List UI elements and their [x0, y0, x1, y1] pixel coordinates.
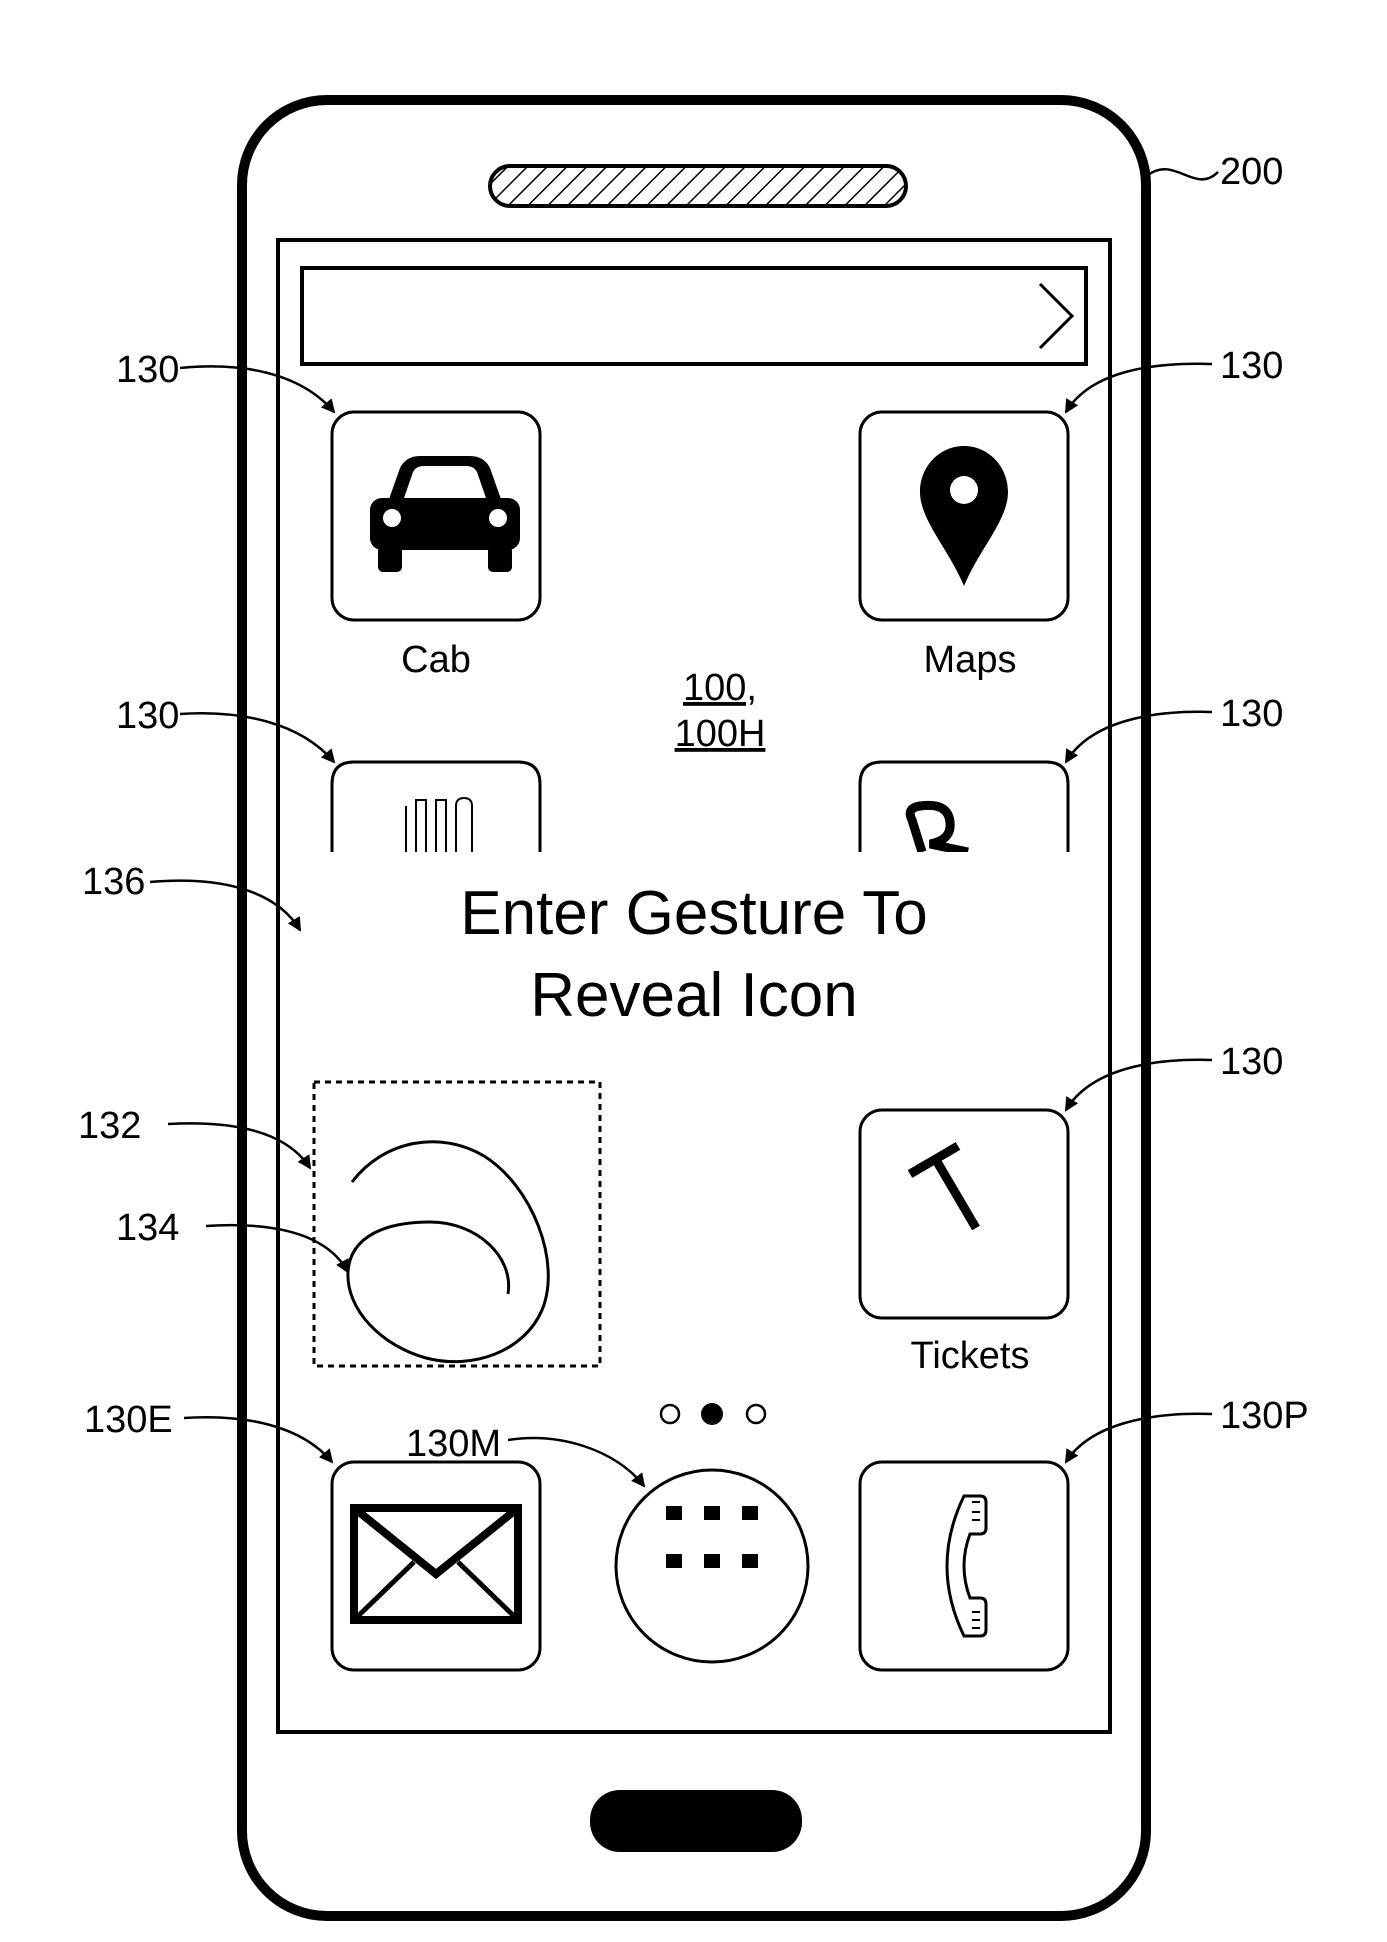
home-button[interactable]	[590, 1790, 802, 1852]
gesture-prompt-line1: Enter Gesture To	[460, 879, 928, 948]
gesture-area-reference: 132	[78, 1105, 141, 1147]
app-label-cab: Cab	[401, 639, 471, 681]
maps-reference: 130	[1220, 345, 1283, 387]
app-label-tickets: Tickets	[911, 1335, 1030, 1377]
chevron-right-icon[interactable]	[1040, 284, 1072, 348]
tickets-leader	[1066, 1060, 1212, 1110]
app-icon-email[interactable]	[332, 1462, 540, 1670]
device-reference: 200	[1220, 151, 1283, 193]
app-grid-icon	[666, 1506, 758, 1568]
partial-right-leader	[1066, 712, 1212, 762]
phone-leader	[1066, 1414, 1212, 1462]
partial-left-reference: 130	[116, 695, 179, 737]
app-icon-menu[interactable]	[616, 1470, 808, 1662]
screen-reference-line2: 100H	[675, 713, 766, 755]
page-dot-2-active[interactable]	[701, 1403, 723, 1425]
app-icon-maps[interactable]	[860, 412, 1068, 620]
phone-reference: 130P	[1220, 1395, 1309, 1437]
search-bar[interactable]	[302, 268, 1086, 364]
gesture-stroke-reference: 134	[116, 1207, 179, 1249]
email-reference: 130E	[84, 1399, 173, 1441]
menu-reference: 130M	[406, 1423, 501, 1465]
ticket-t-icon	[910, 1146, 976, 1228]
app-icon-tickets[interactable]	[860, 1110, 1068, 1318]
car-icon	[370, 456, 520, 572]
speaker-grille	[490, 166, 906, 206]
map-pin-icon	[920, 446, 1008, 586]
device-leader	[1148, 169, 1218, 179]
app-icon-partial-left[interactable]	[332, 762, 540, 852]
overlay-reference: 136	[82, 861, 145, 903]
page-indicator[interactable]	[661, 1403, 765, 1425]
partial-glyph-icon-2	[910, 805, 968, 852]
partial-left-leader	[180, 713, 334, 762]
partial-right-reference: 130	[1220, 693, 1283, 735]
email-leader	[184, 1417, 332, 1462]
maps-leader	[1066, 364, 1212, 412]
cab-leader	[180, 366, 334, 412]
page-dot-3[interactable]	[747, 1405, 765, 1423]
menu-leader	[508, 1438, 644, 1486]
tickets-reference: 130	[1220, 1041, 1283, 1083]
phone-handset-icon	[947, 1496, 986, 1636]
page-dot-1[interactable]	[661, 1405, 679, 1423]
gesture-stroke	[348, 1142, 548, 1362]
gesture-input-area[interactable]	[314, 1082, 600, 1366]
screen-reference-line1: 100,	[683, 667, 757, 709]
partial-glyph-icon	[406, 798, 472, 852]
gesture-prompt-line2: Reveal Icon	[530, 961, 857, 1030]
app-icon-phone[interactable]	[860, 1462, 1068, 1670]
app-icon-cab[interactable]	[332, 412, 540, 620]
envelope-icon	[354, 1508, 518, 1620]
app-label-maps: Maps	[924, 639, 1017, 681]
app-icon-partial-right[interactable]	[860, 762, 1068, 852]
cab-reference: 130	[116, 349, 179, 391]
